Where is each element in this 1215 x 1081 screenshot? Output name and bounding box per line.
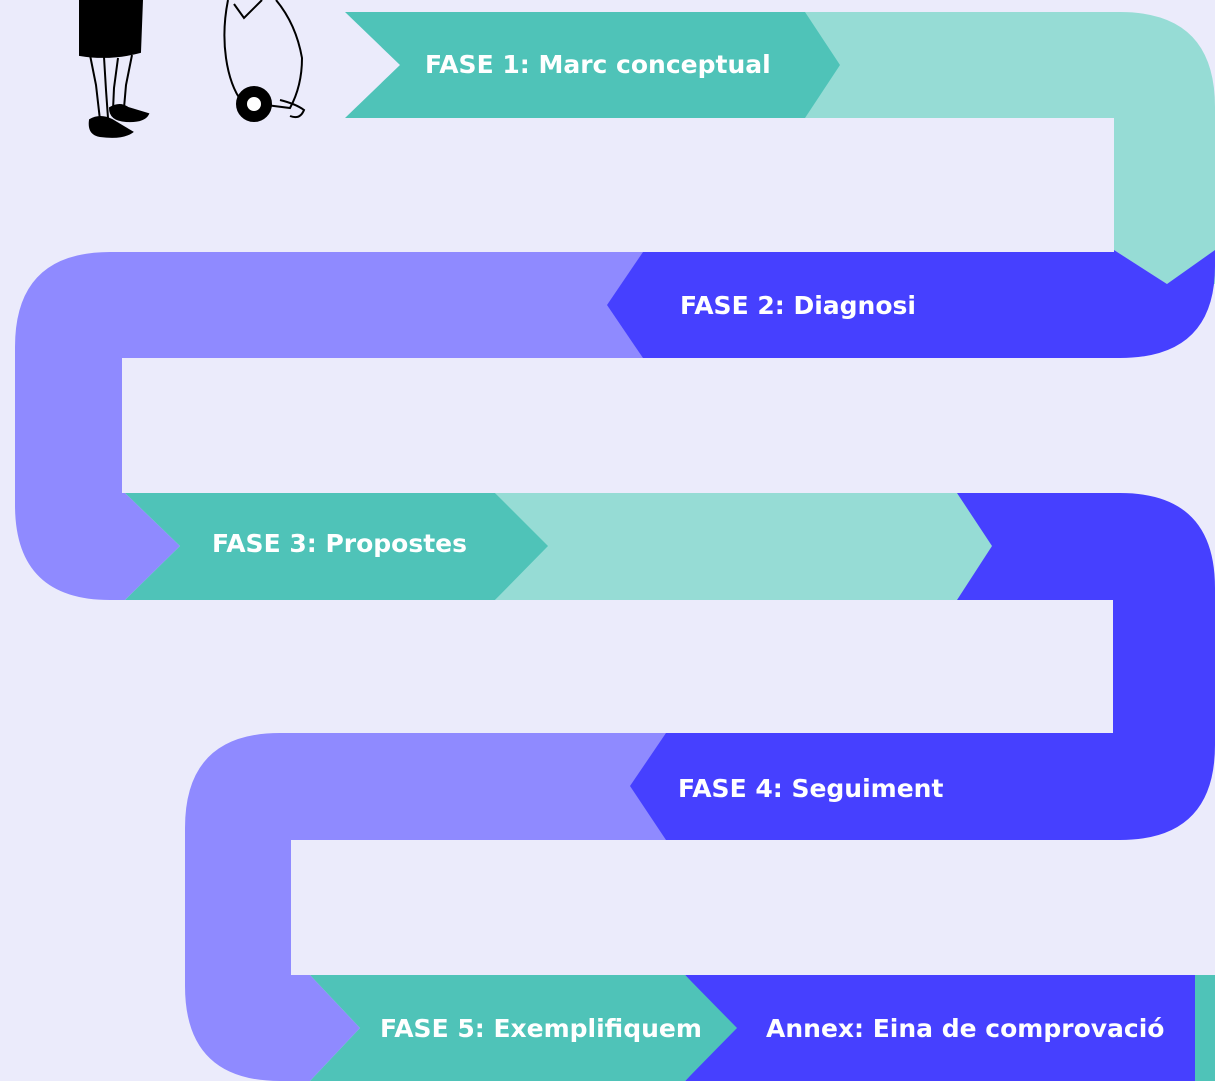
road-connector-1-2	[800, 12, 1215, 284]
road-segment-row3-middle	[495, 493, 992, 600]
phase-2-shape	[607, 252, 1114, 358]
rolling-suitcase-icon	[223, 0, 306, 122]
phase-1-shape	[345, 12, 840, 118]
phase-4-chevron[interactable]: FASE 4: Seguiment	[630, 733, 1113, 840]
phase-5-label[interactable]: FASE 5: Exemplifiquem	[380, 1014, 702, 1043]
phase-4-shape	[630, 733, 1113, 840]
person-legs-icon	[79, 0, 150, 138]
phase-2-chevron[interactable]: FASE 2: Diagnosi	[607, 252, 1114, 358]
phase-3-label[interactable]: FASE 3: Propostes	[212, 529, 467, 558]
phase-2-label[interactable]: FASE 2: Diagnosi	[680, 291, 916, 320]
phase-1-label[interactable]: FASE 1: Marc conceptual	[425, 50, 771, 79]
road-connector-2-3	[15, 252, 645, 600]
road-edge-strip	[1195, 975, 1215, 1081]
annex-label[interactable]: Annex: Eina de comprovació	[766, 1014, 1164, 1043]
annex-shape	[685, 975, 1195, 1081]
phase-5-shape	[310, 975, 737, 1081]
annex-chevron[interactable]: Annex: Eina de comprovació	[685, 975, 1195, 1081]
phase-5-chevron[interactable]: FASE 5: Exemplifiquem	[310, 975, 737, 1081]
phase-4-label[interactable]: FASE 4: Seguiment	[678, 774, 943, 803]
phase-1-chevron[interactable]: FASE 1: Marc conceptual	[345, 12, 840, 118]
phase-3-chevron[interactable]: FASE 3: Propostes	[125, 493, 548, 600]
road-segment-row2-cap	[1114, 250, 1215, 358]
road-connector-4-5	[185, 733, 668, 1081]
phase-3-shape	[125, 493, 548, 600]
